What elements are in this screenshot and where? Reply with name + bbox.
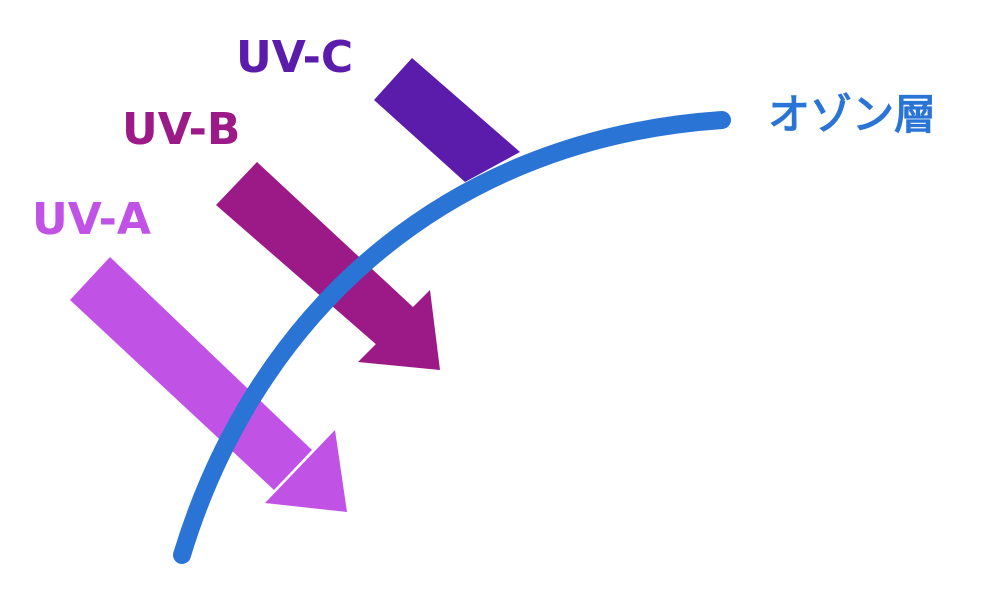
uv-b-arrow-shaft — [216, 162, 414, 346]
uv-a-arrow-head — [265, 430, 347, 512]
uv-c-label: UV-C — [236, 32, 354, 83]
uv-c-ray — [374, 58, 520, 182]
uv-a-arrow-shaft — [70, 257, 312, 490]
uv-b-arrow-head — [358, 290, 440, 370]
ozone-layer-label: オゾン層 — [768, 90, 937, 139]
ozone-layer-curve — [173, 111, 731, 564]
uv-b-arrow — [216, 162, 440, 370]
uv-b-label: UV-B — [122, 104, 241, 155]
uv-a-label: UV-A — [32, 194, 151, 245]
uv-a-arrow — [70, 257, 347, 512]
